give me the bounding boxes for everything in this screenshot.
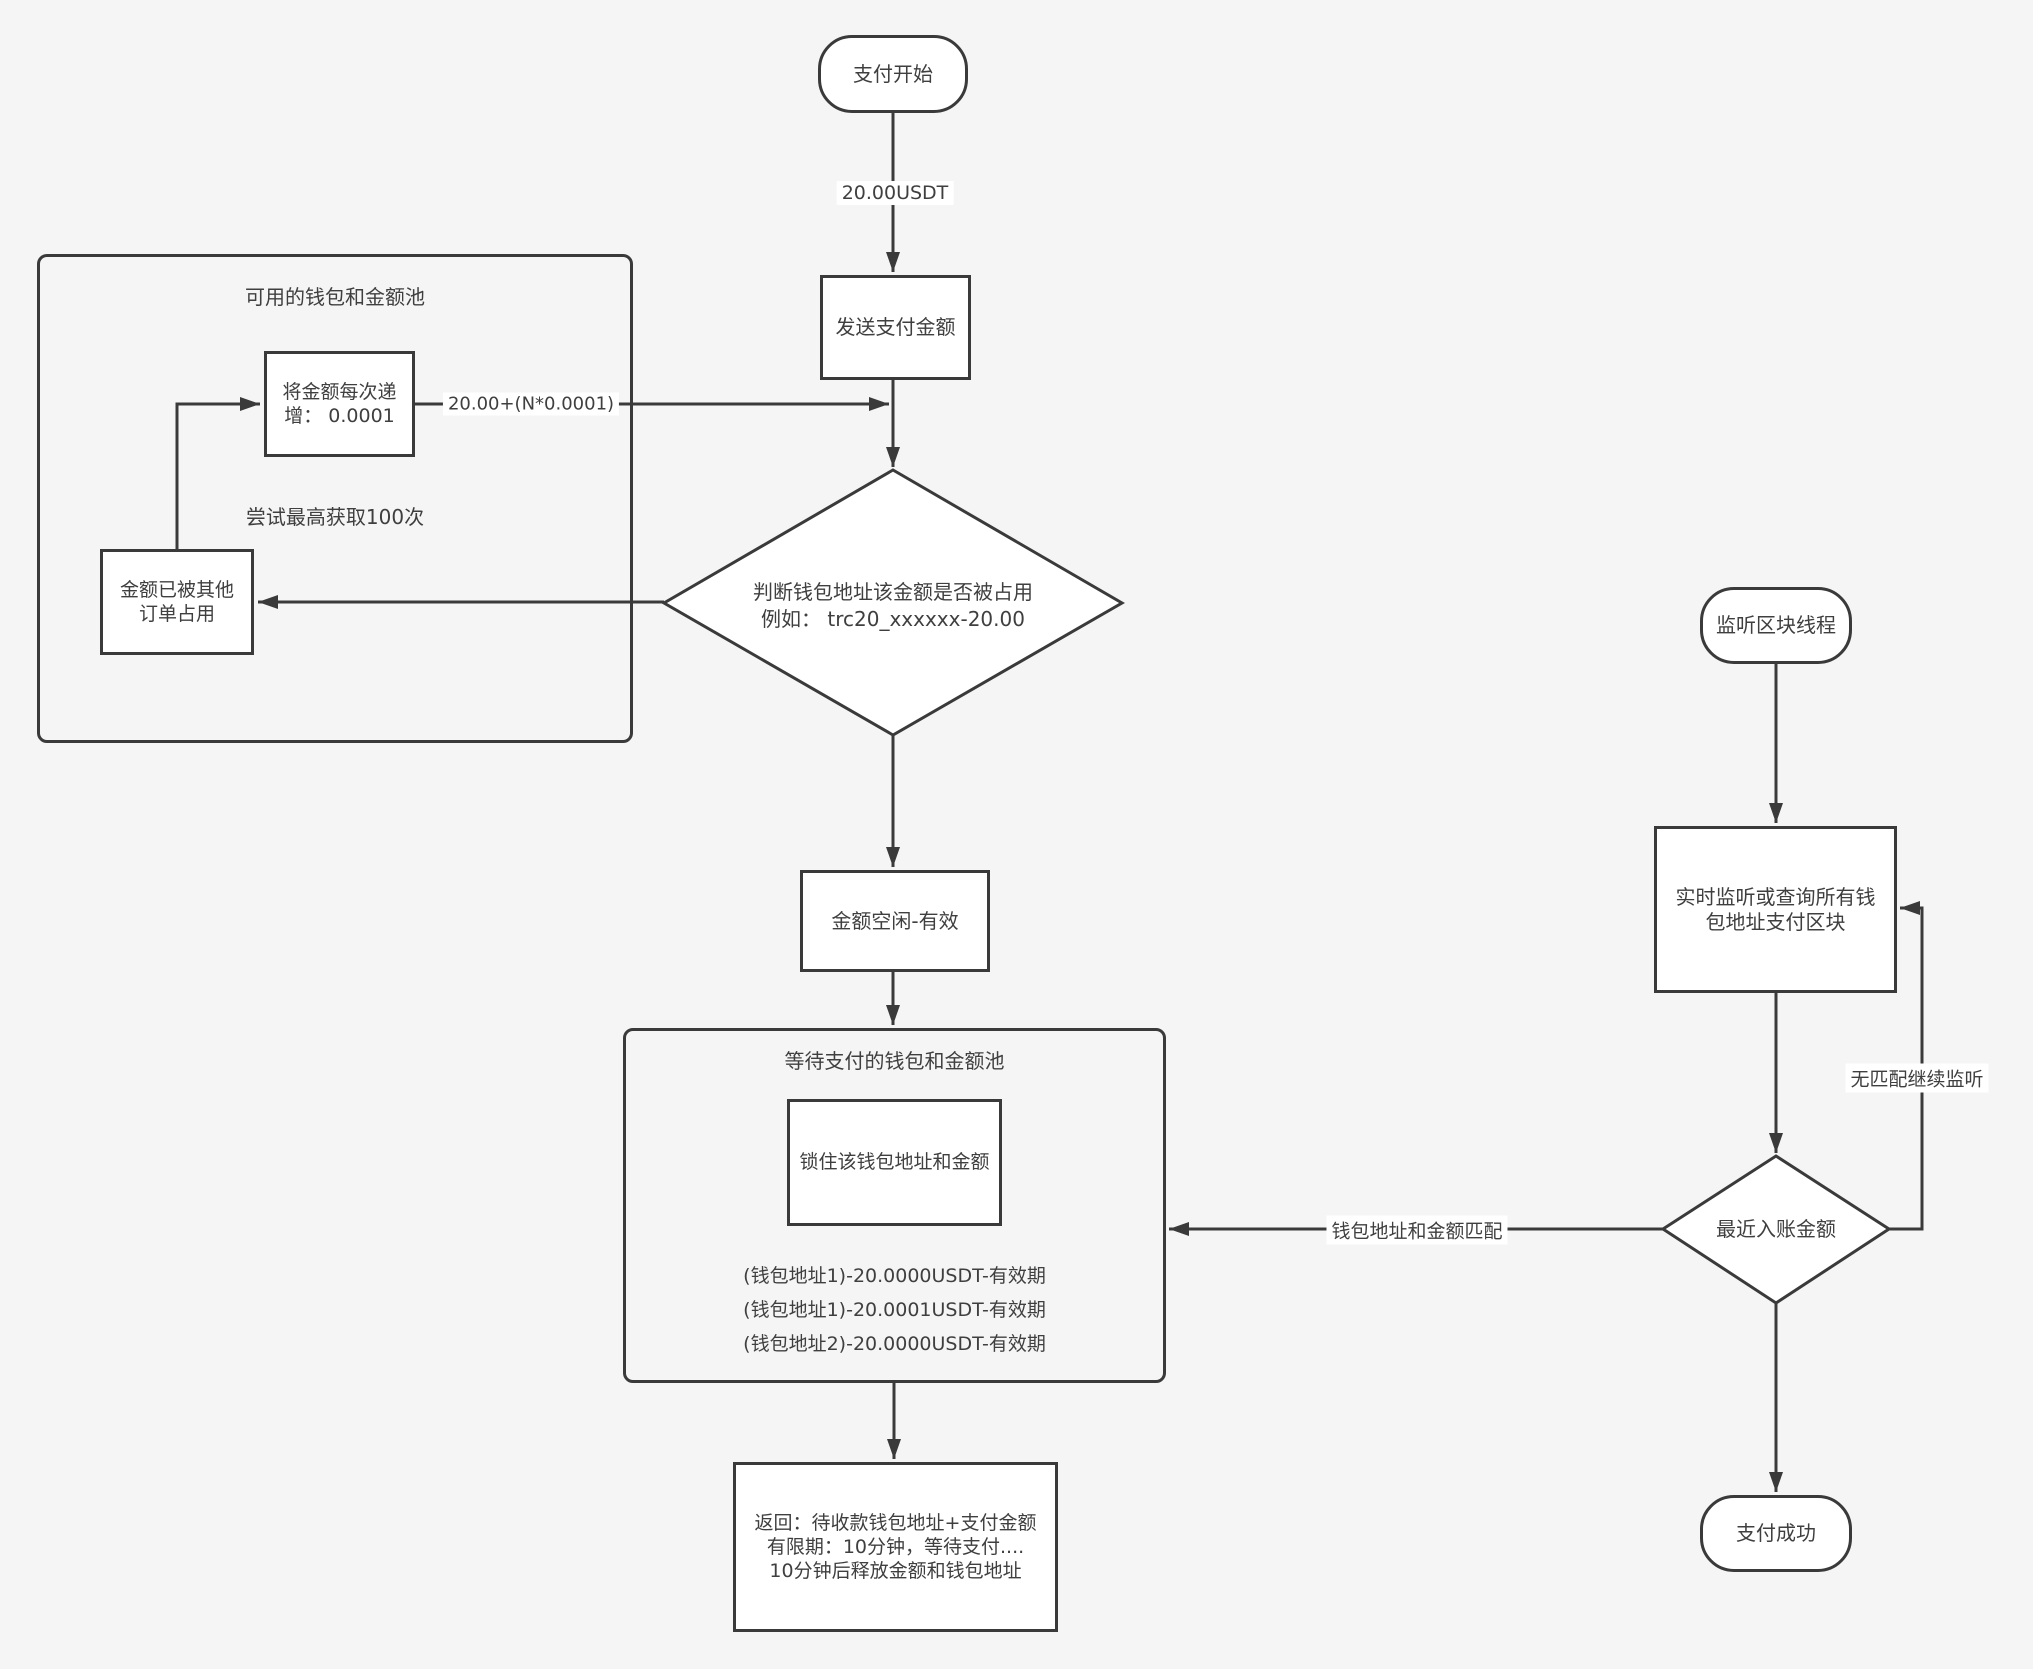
node-lock-wallet-label: 锁住该钱包地址和金额: [799, 1151, 990, 1173]
pool-entry: (钱包地址1)-20.0001USDT-有效期: [743, 1299, 1046, 1321]
edge-label-match: 钱包地址和金额匹配: [1326, 1215, 1508, 1245]
decision-recent-amount[interactable]: [1660, 1154, 1892, 1305]
node-realtime-listen[interactable]: 实时监听或查询所有钱 包地址支付区块: [1654, 826, 1897, 993]
node-return-info[interactable]: 返回：待收款钱包地址+支付金额 有限期：10分钟，等待支付.... 10分钟后释…: [733, 1462, 1058, 1632]
edge-label-payment-amount: 20.00USDT: [836, 181, 954, 205]
retry-note: 尝试最高获取100次: [245, 505, 425, 529]
available-pool-title: 可用的钱包和金额池: [245, 285, 425, 309]
available-pool-container[interactable]: [37, 254, 633, 743]
pending-pool-container[interactable]: [623, 1028, 1166, 1383]
node-increment-amount[interactable]: 将金额每次递 增： 0.0001: [264, 351, 415, 457]
node-start[interactable]: 支付开始: [818, 35, 968, 113]
node-amount-free-label: 金额空闲-有效: [831, 908, 959, 933]
node-amount-occupied[interactable]: 金额已被其他 订单占用: [100, 549, 254, 655]
edge-label-increment-formula: 20.00+(N*0.0001): [442, 392, 620, 416]
node-start-label: 支付开始: [853, 61, 933, 86]
edge-occupied-to-increment: [175, 397, 260, 549]
node-payment-success[interactable]: 支付成功: [1700, 1495, 1852, 1572]
pool-entry-list: (钱包地址1)-20.0000USDT-有效期 (钱包地址1)-20.0001U…: [623, 1259, 1166, 1361]
decision-check-occupied[interactable]: [661, 468, 1125, 737]
node-listen-thread-label: 监听区块线程: [1716, 613, 1836, 637]
node-payment-success-label: 支付成功: [1736, 1521, 1816, 1545]
node-lock-wallet[interactable]: 锁住该钱包地址和金额: [787, 1099, 1002, 1226]
pending-pool-title: 等待支付的钱包和金额池: [784, 1049, 1005, 1073]
node-amount-free[interactable]: 金额空闲-有效: [800, 870, 990, 972]
node-listen-thread[interactable]: 监听区块线程: [1700, 587, 1852, 664]
node-send-amount[interactable]: 发送支付金额: [820, 275, 971, 380]
pool-entry: (钱包地址2)-20.0000USDT-有效期: [743, 1333, 1046, 1355]
edge-label-no-match: 无匹配继续监听: [1845, 1063, 1989, 1093]
node-send-amount-label: 发送支付金额: [835, 315, 956, 339]
pool-entry: (钱包地址1)-20.0000USDT-有效期: [743, 1265, 1046, 1287]
